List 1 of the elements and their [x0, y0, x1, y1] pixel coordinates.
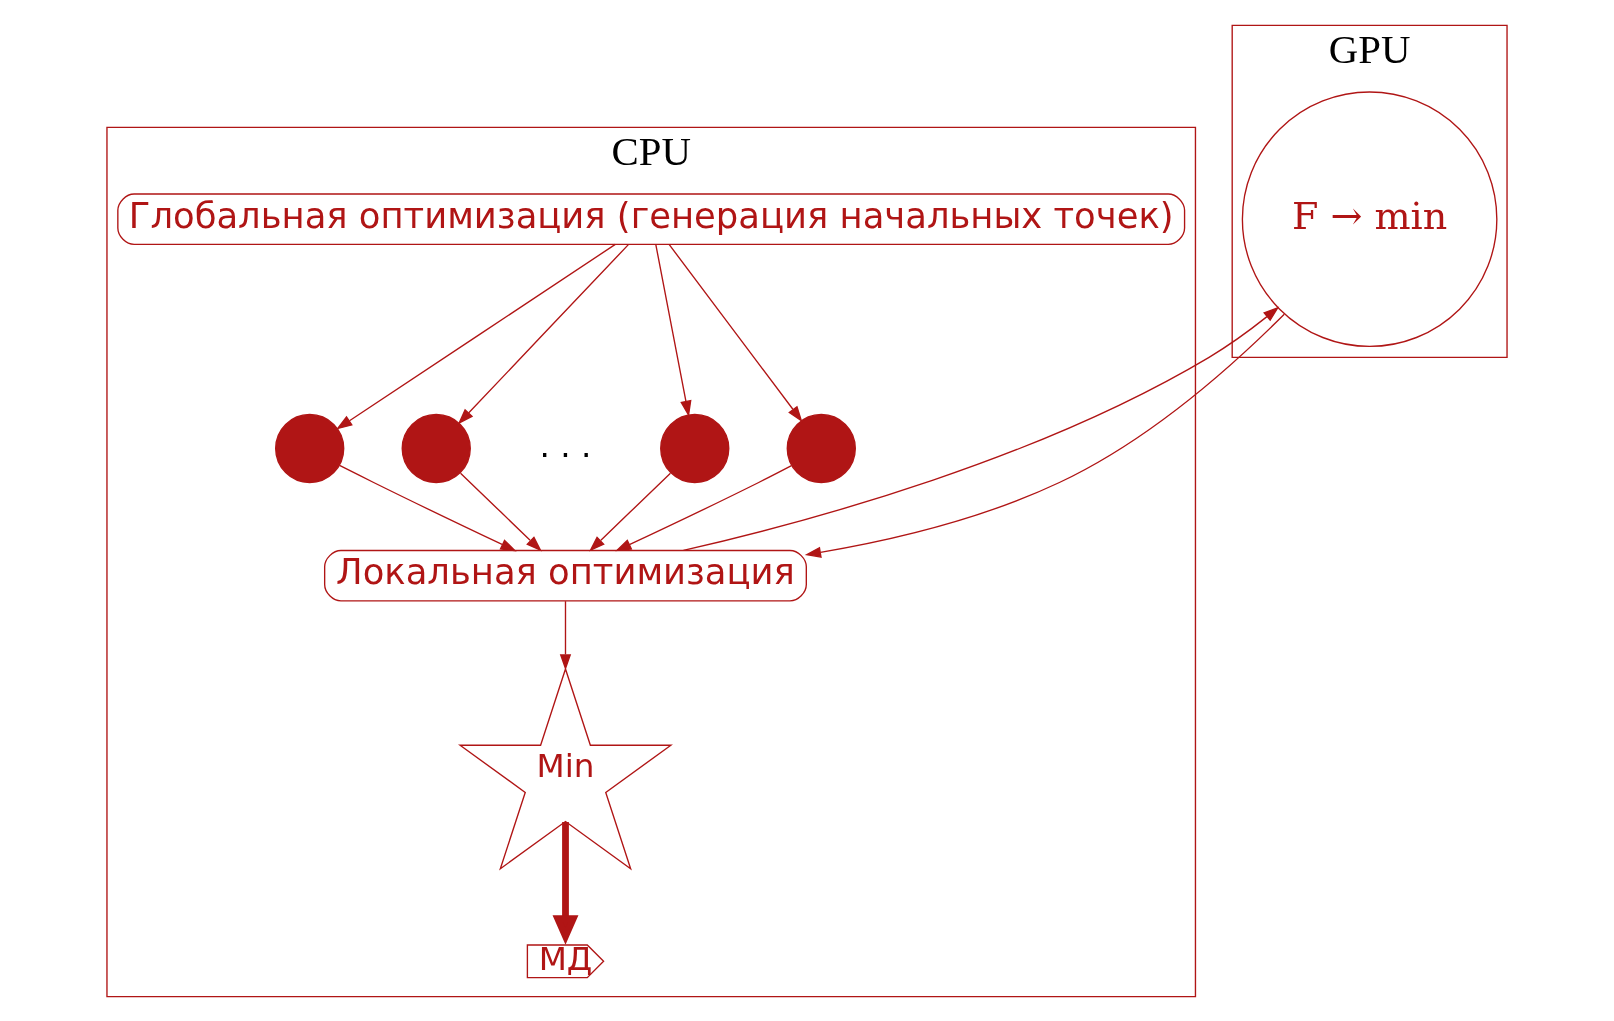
label: . . . [539, 426, 592, 465]
